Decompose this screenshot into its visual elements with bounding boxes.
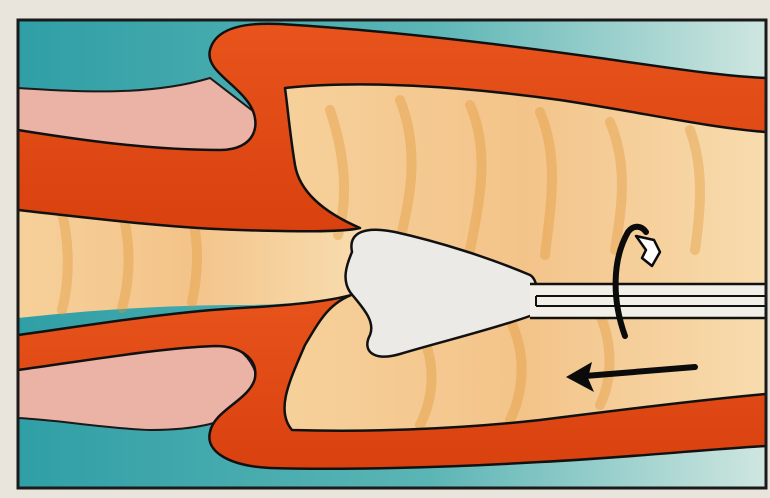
diagram-panel (18, 20, 766, 488)
instrument-shaft (530, 284, 766, 318)
